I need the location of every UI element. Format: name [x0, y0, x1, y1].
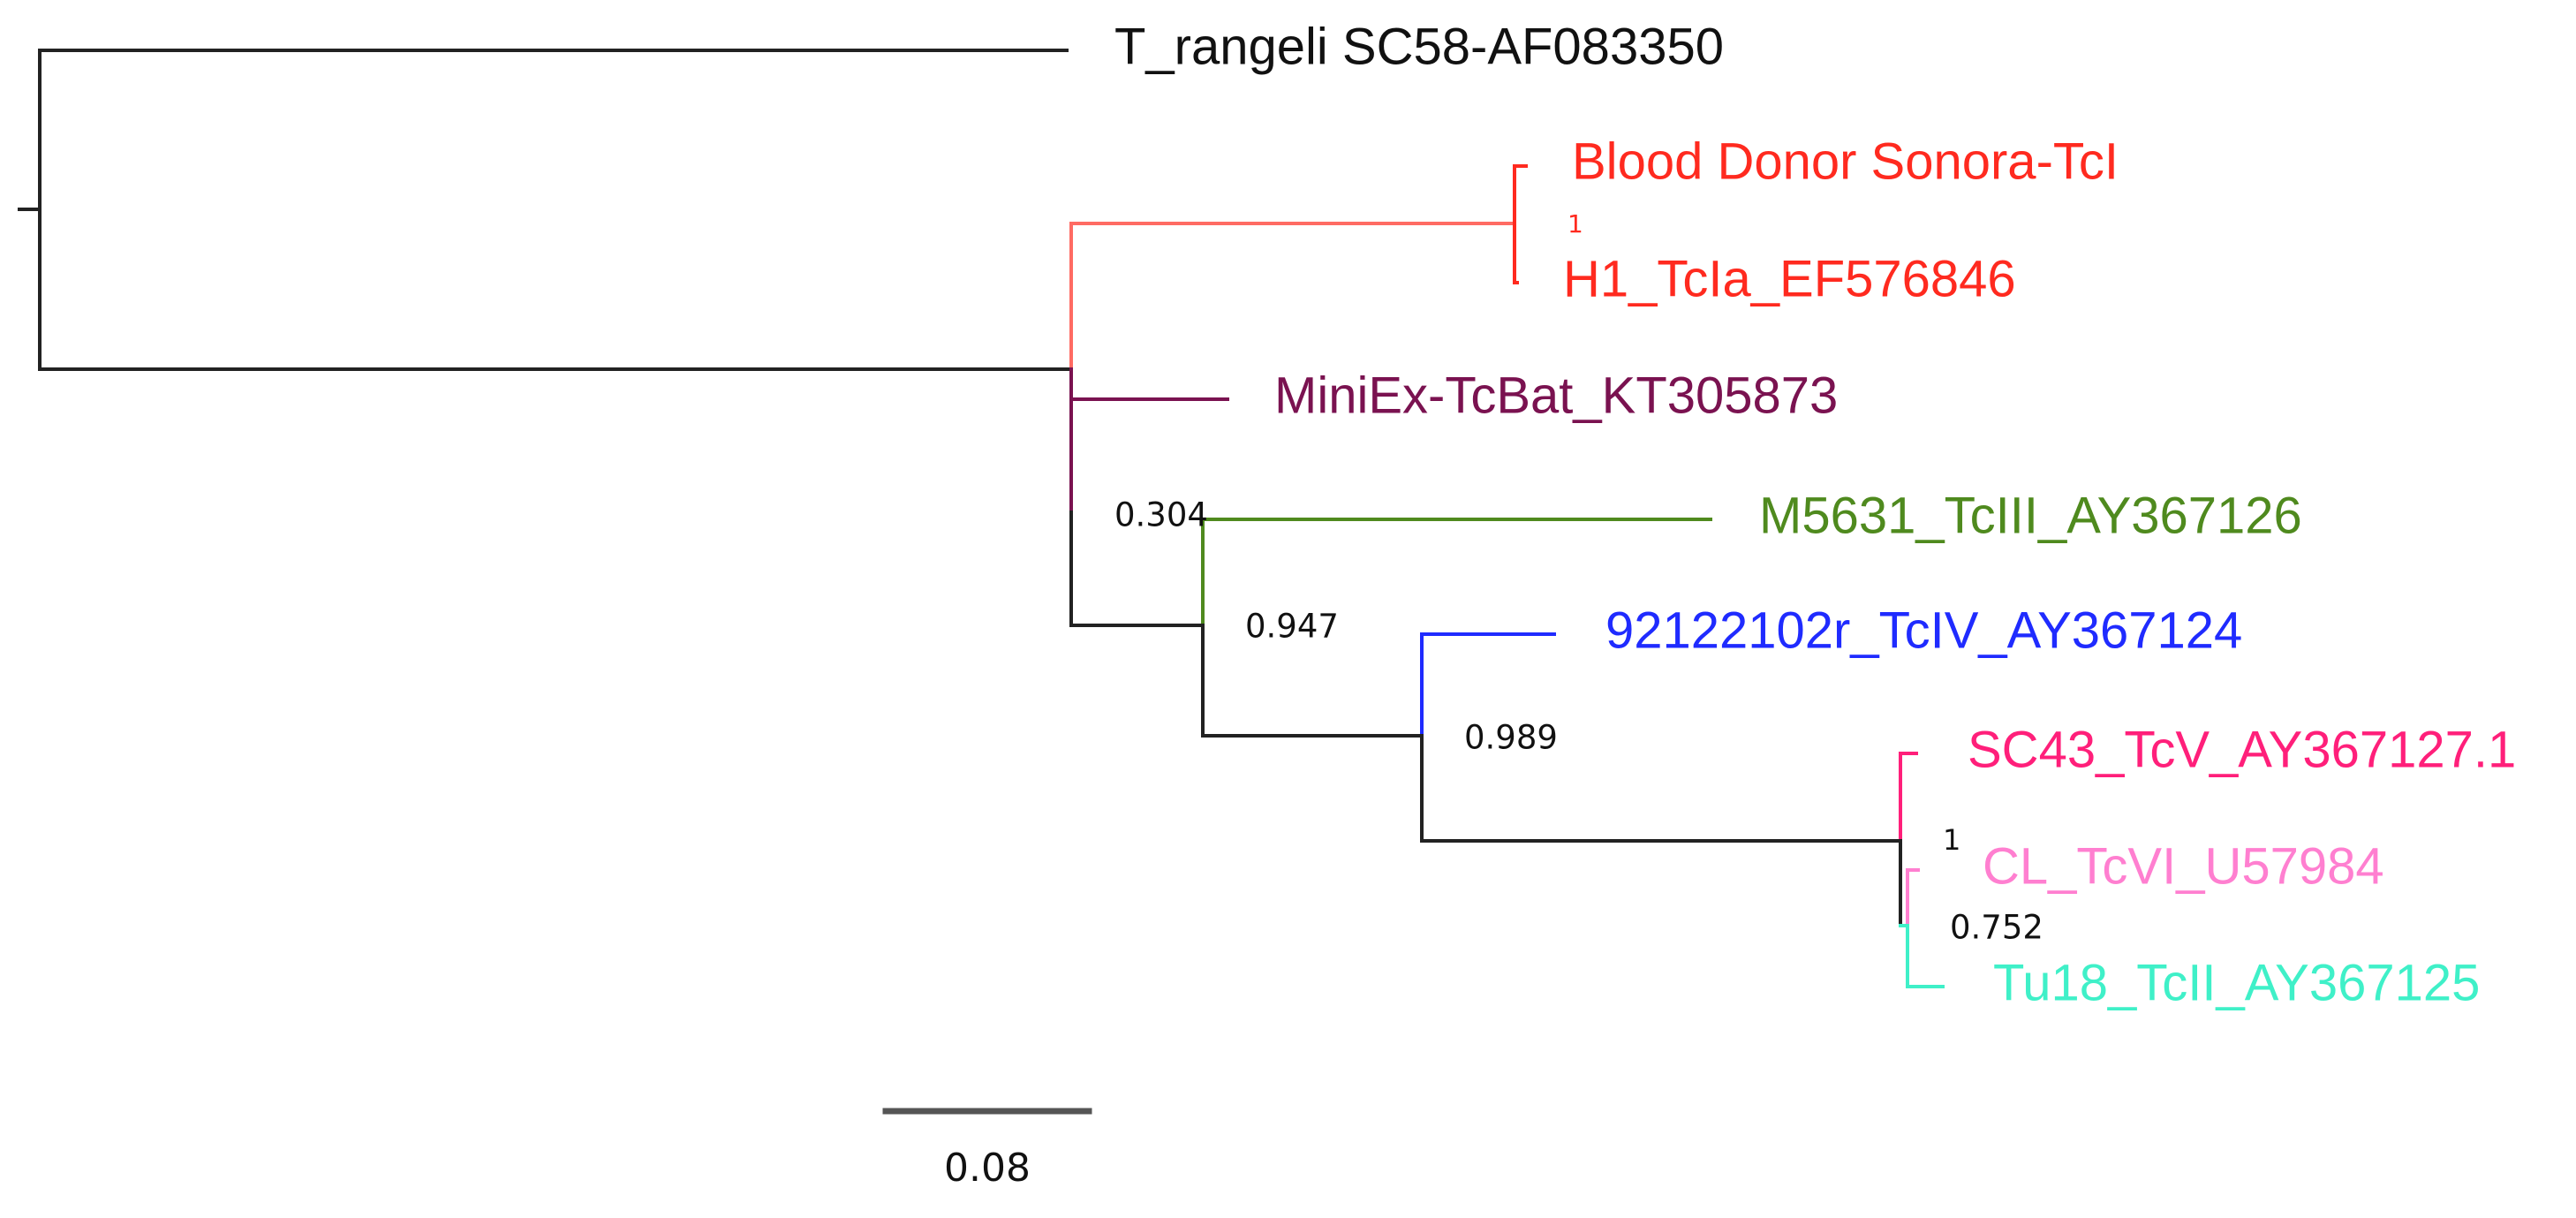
- leaf-label-h1: H1_TcIa_EF576846: [1563, 250, 2016, 307]
- leaf-label-blooddonor: Blood Donor Sonora-TcI: [1572, 132, 2119, 190]
- leaf-label-miniex: MiniEx-TcBat_KT305873: [1274, 367, 1838, 424]
- leaf-label-m5631: M5631_TcIII_AY367126: [1759, 487, 2302, 544]
- leaf-label-tcIV: 92122102r_TcIV_AY367124: [1605, 601, 2242, 659]
- support-value-tu18: 0.752: [1950, 909, 2043, 947]
- leaf-label-tu18: Tu18_TcII_AY367125: [1993, 954, 2480, 1011]
- leaf-label-trangeli: T_rangeli SC58-AF083350: [1114, 18, 1724, 75]
- leaf-label-cl: CL_TcVI_U57984: [1983, 837, 2384, 895]
- support-value-h1: 1: [1568, 209, 1583, 238]
- scale-bar-label: 0.08: [944, 1146, 1031, 1191]
- support-value-m5631: 0.304: [1114, 496, 1208, 534]
- support-value-cl: 1: [1943, 823, 1960, 857]
- support-value-tcV: 0.989: [1464, 719, 1558, 757]
- leaf-label-sc43: SC43_TcV_AY367127.1: [1968, 721, 2516, 778]
- support-value-tcIV: 0.947: [1245, 608, 1339, 646]
